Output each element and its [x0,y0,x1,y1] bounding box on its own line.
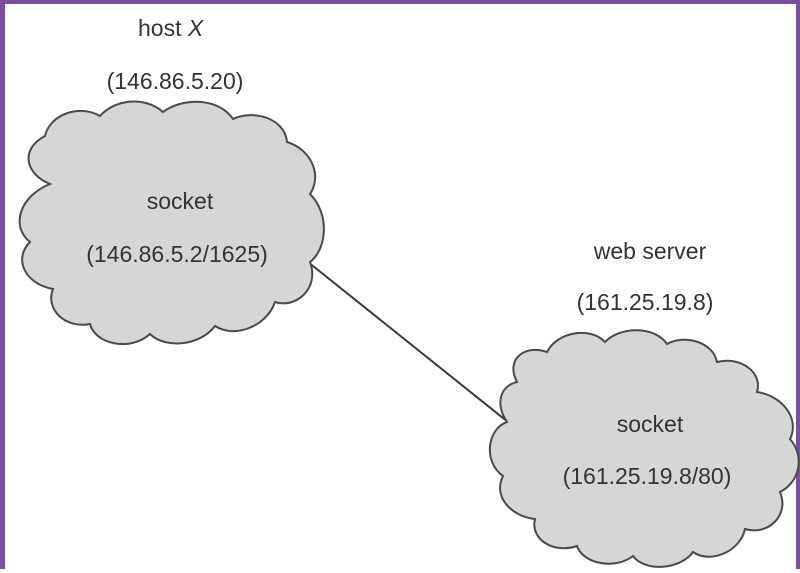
host-name-variable: X [187,15,205,41]
host-socket-cloud [18,100,325,346]
server-socket-address: (161.25.19.8/80) [563,463,732,489]
host-socket-address: (146.86.5.2/1625) [86,241,268,267]
socket-connection-line [307,261,534,443]
host-address-label: (146.86.5.20) [107,68,244,94]
server-socket-label: socket [617,411,684,437]
server-socket-cloud [488,329,800,568]
socket-diagram: host X (146.86.5.20) socket (146.86.5.2/… [18,15,800,568]
host-name-label: host X [138,15,205,41]
server-name-label: web server [593,238,707,264]
server-address-label: (161.25.19.8) [577,289,714,315]
host-socket-label: socket [147,188,214,214]
